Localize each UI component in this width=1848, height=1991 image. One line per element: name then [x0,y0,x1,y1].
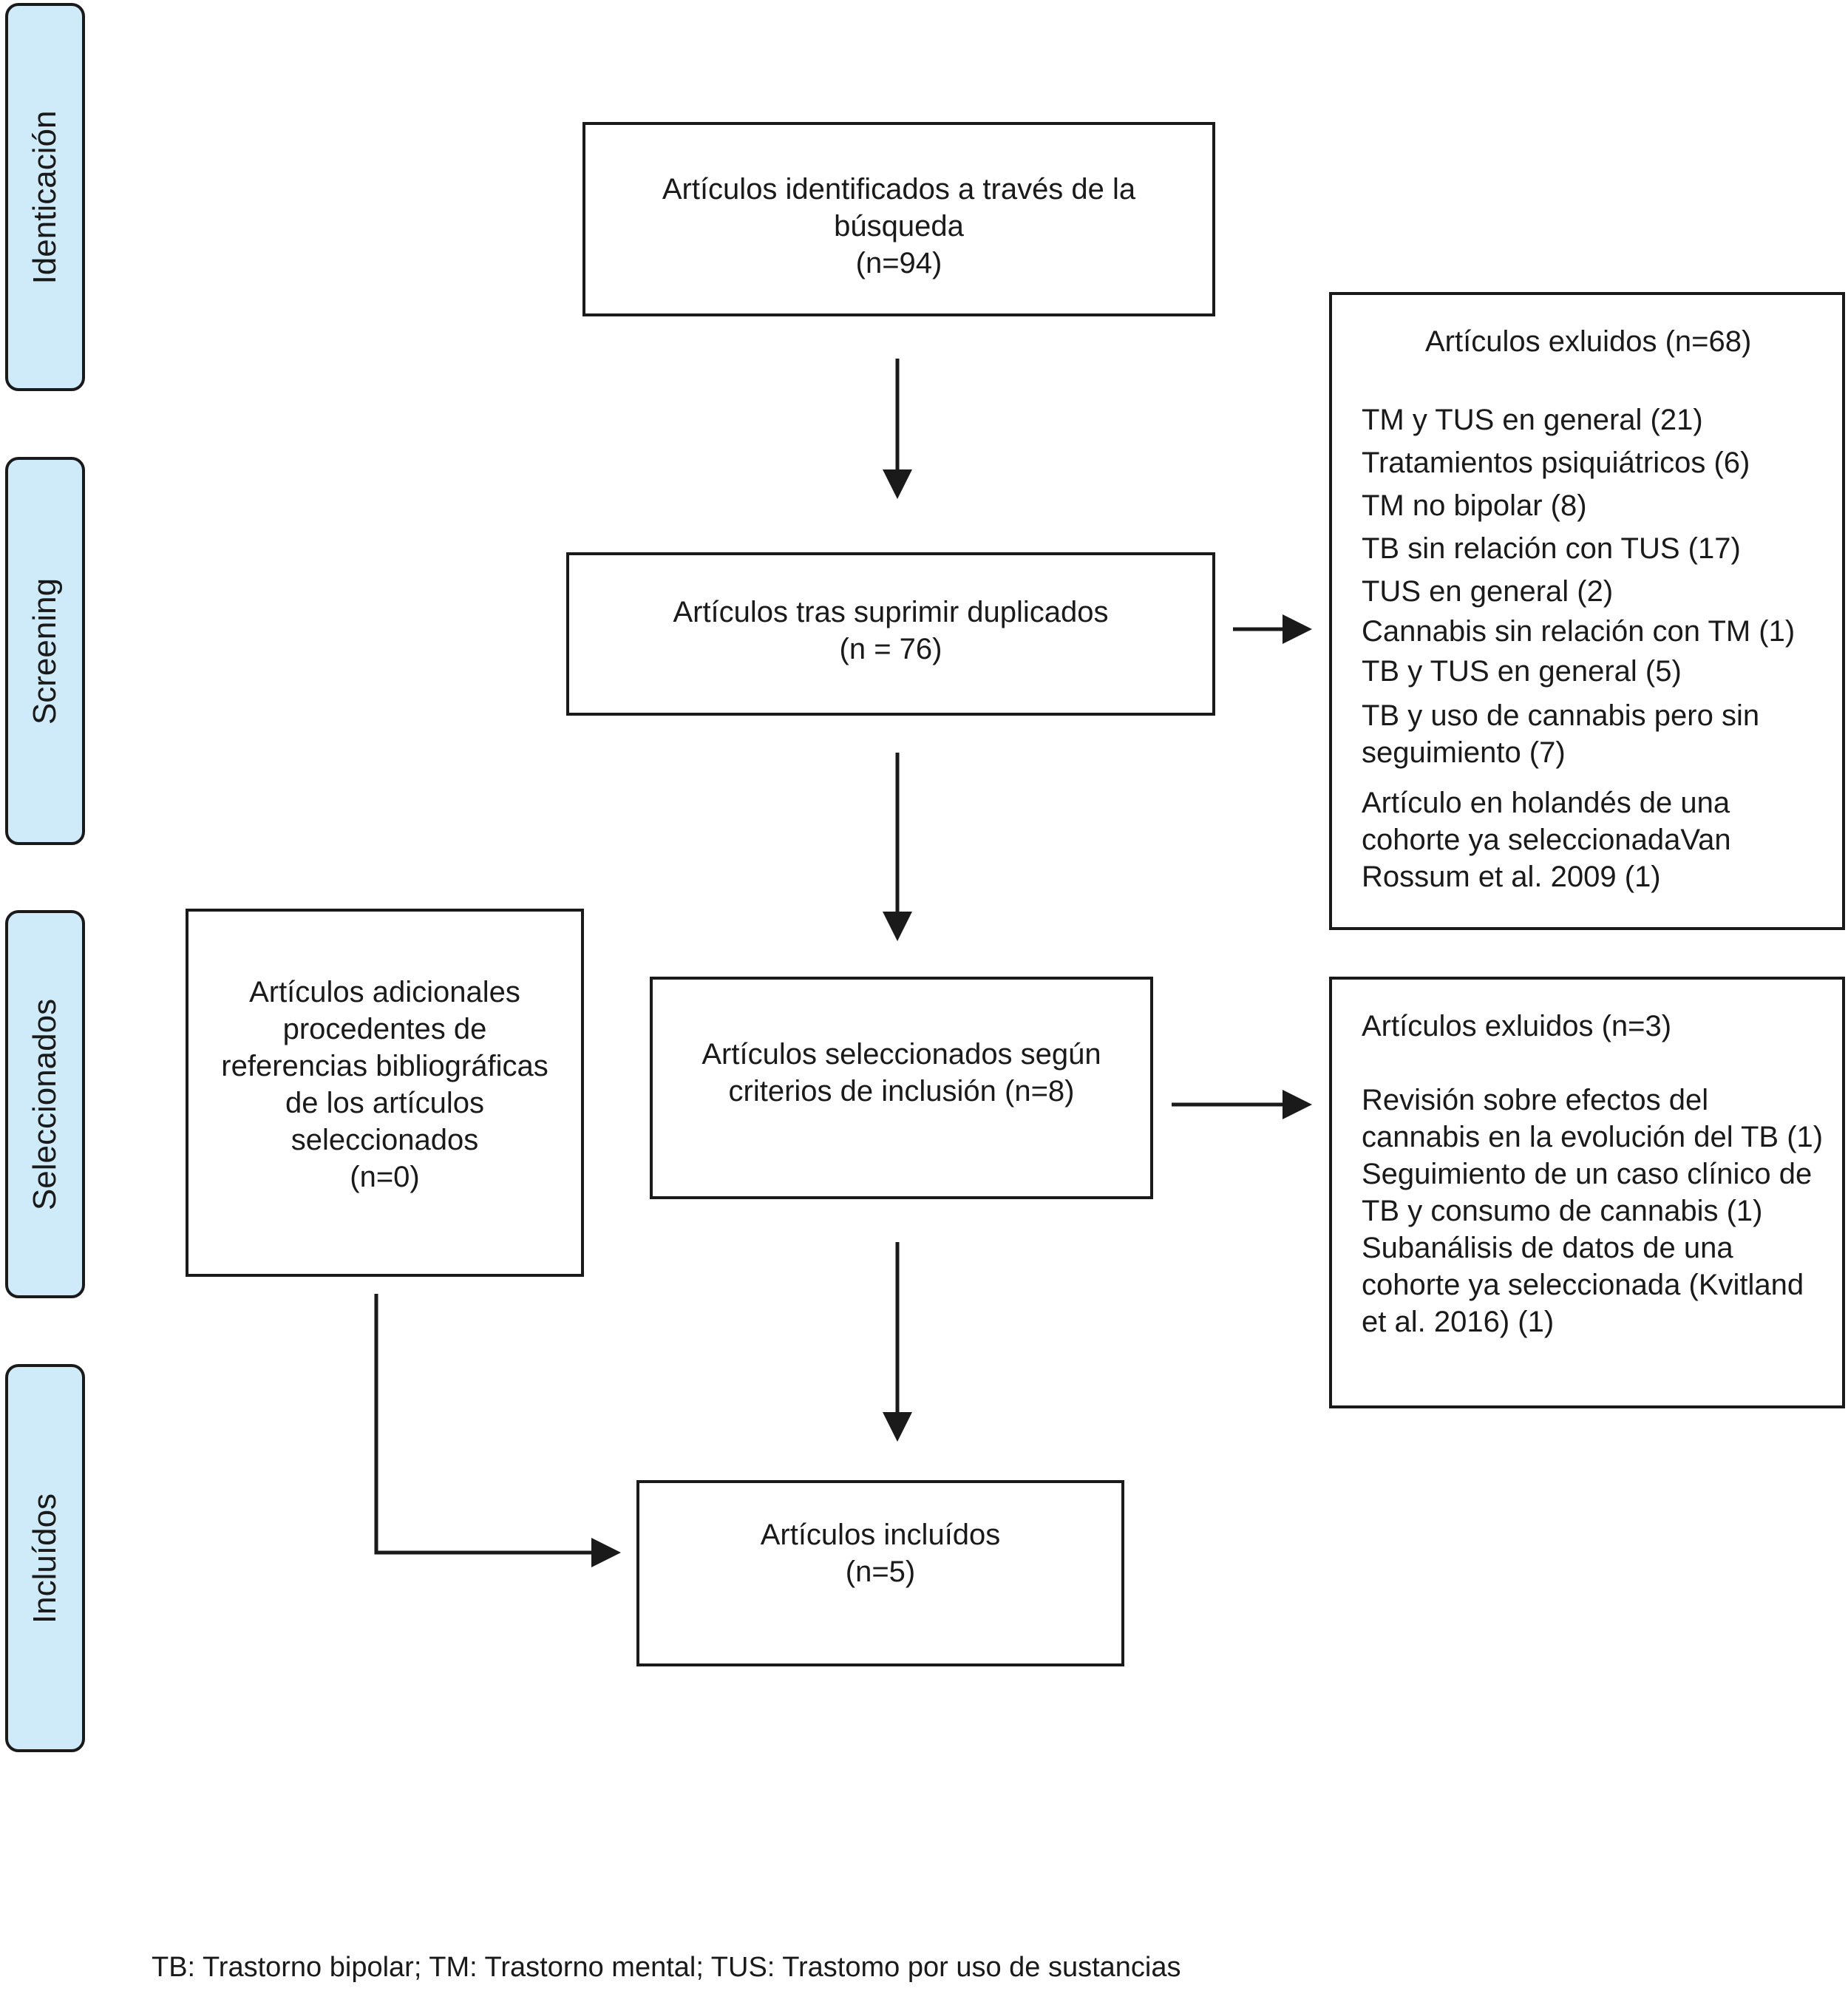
excluded-screening-item: seguimiento (7) [1362,736,1566,769]
excluded-screening-title: Artículos exluidos (n=68) [1425,325,1752,358]
included-line-1: Artículos incluídos [760,1519,1001,1551]
identified-line-1: Artículos identificados a través de la [662,173,1136,206]
excluded-selection-item: Subanálisis de datos de una [1362,1232,1733,1264]
excluded-selection-title: Artículos exluidos (n=3) [1362,1010,1672,1042]
excluded-screening-item: TUS en general (2) [1362,575,1614,608]
excluded-screening-item: TM y TUS en general (21) [1362,404,1703,436]
additional-line-4: de los artículos [285,1087,485,1119]
excluded-selection-item: Seguimiento de un caso clínico de [1362,1158,1813,1190]
selected-line-2: criterios de inclusión (n=8) [728,1075,1075,1108]
excluded-screening-item: Rossum et al. 2009 (1) [1362,861,1661,893]
box-selected: Artículos seleccionados según criterios … [650,977,1153,1199]
box-excluded-screening: Artículos exluidos (n=68) TM y TUS en ge… [1329,292,1845,930]
excluded-screening-item: TB y TUS en general (5) [1362,655,1682,688]
additional-line-3: referencias bibliográficas [221,1050,548,1082]
phase-selected: Seleccionados [5,910,85,1298]
excluded-screening-item: Tratamientos psiquiátricos (6) [1362,447,1750,479]
box-included: Artículos incluídos (n=5) [636,1480,1124,1666]
identified-line-3: (n=94) [855,247,942,279]
box-identified: Artículos identificados a través de la b… [582,122,1215,316]
additional-line-6: (n=0) [350,1161,420,1193]
selected-line-1: Artículos seleccionados según [702,1038,1101,1071]
excluded-screening-item: TB y uso de cannabis pero sin [1362,699,1760,732]
box-additional: Artículos adicionales procedentes de ref… [186,909,584,1277]
box-deduplicated: Artículos tras suprimir duplicados (n = … [566,552,1215,716]
excluded-screening-item: TM no bipolar (8) [1362,489,1587,522]
excluded-screening-item: Cannabis sin relación con TM (1) [1362,615,1796,648]
excluded-screening-item: TB sin relación con TUS (17) [1362,532,1741,565]
excluded-selection-item: cannabis en la evolución del TB (1) [1362,1121,1824,1153]
excluded-selection-item: et al. 2016) (1) [1362,1306,1555,1338]
phase-included: Incluídos [5,1364,85,1752]
additional-line-2: procedentes de [282,1013,487,1045]
excluded-selection-item: cohorte ya seleccionada (Kvitland [1362,1269,1804,1301]
arrow-additional-to-included [374,1294,621,1567]
included-line-2: (n=5) [845,1556,916,1588]
deduplicated-line-2: (n = 76) [839,633,942,665]
excluded-selection-item: Revisión sobre efectos del [1362,1084,1709,1116]
phase-screening: Screening [5,457,85,845]
additional-line-5: seleccionados [291,1124,479,1156]
abbreviations-footnote: TB: Trastorno bipolar; TM: Trastorno men… [152,1952,1181,1983]
additional-line-1: Artículos adicionales [249,976,520,1008]
excluded-screening-item: cohorte ya seleccionadaVan [1362,824,1731,856]
excluded-screening-item: Artículo en holandés de una [1362,787,1730,819]
identified-line-2: búsqueda [834,210,964,242]
excluded-selection-item: TB y consumo de cannabis (1) [1362,1195,1763,1227]
deduplicated-line-1: Artículos tras suprimir duplicados [673,596,1109,628]
phase-identification: Identicación [5,3,85,391]
box-excluded-selection: Artículos exluidos (n=3) Revisión sobre … [1329,977,1845,1408]
